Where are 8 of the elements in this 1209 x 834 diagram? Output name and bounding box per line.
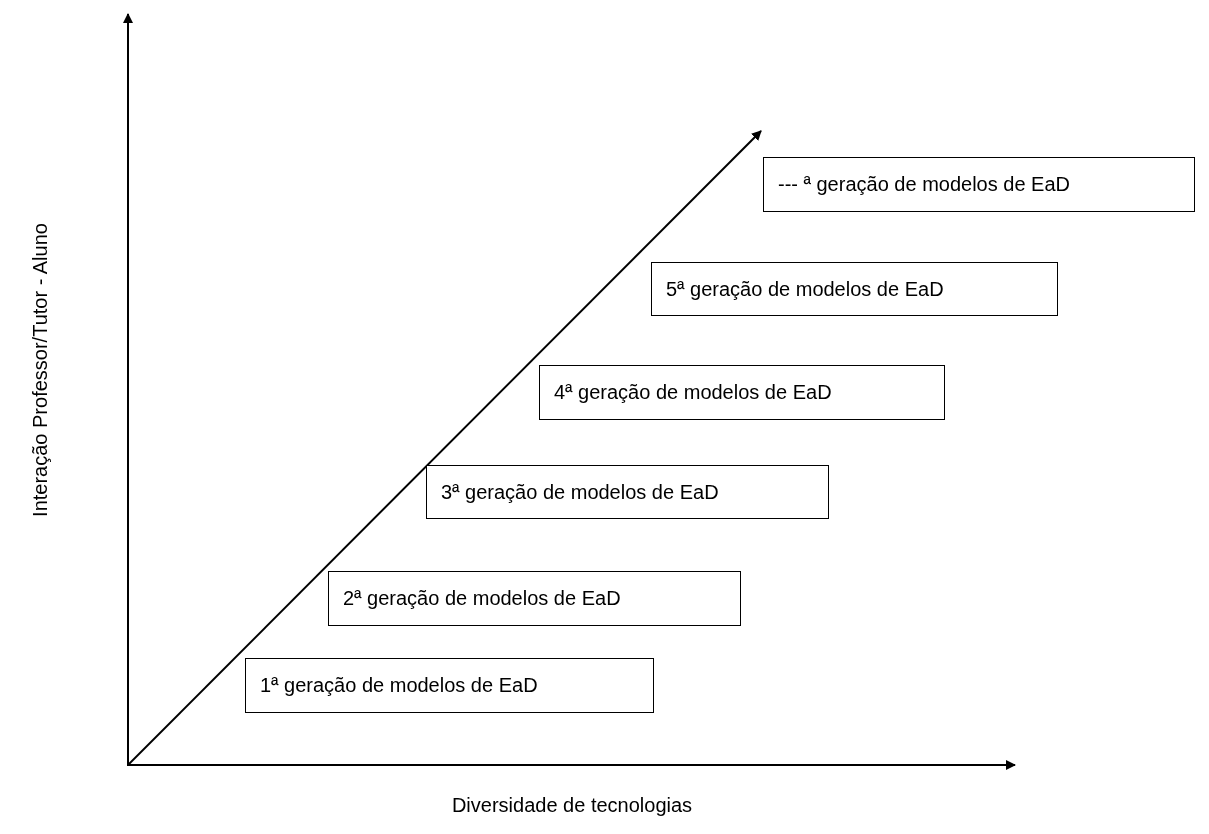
generation-box: 2ª geração de modelos de EaD bbox=[328, 571, 741, 626]
axis-title: Diversidade de tecnologias bbox=[451, 793, 693, 817]
generation-box: --- ª geração de modelos de EaD bbox=[763, 157, 1195, 212]
generation-box: 5ª geração de modelos de EaD bbox=[651, 262, 1058, 316]
generation-box: 1ª geração de modelos de EaD bbox=[245, 658, 654, 713]
generation-box: 3ª geração de modelos de EaD bbox=[426, 465, 829, 519]
axis-title: Interação Professor/Tutor - Aluno bbox=[28, 223, 52, 517]
generation-box: 4ª geração de modelos de EaD bbox=[539, 365, 945, 420]
